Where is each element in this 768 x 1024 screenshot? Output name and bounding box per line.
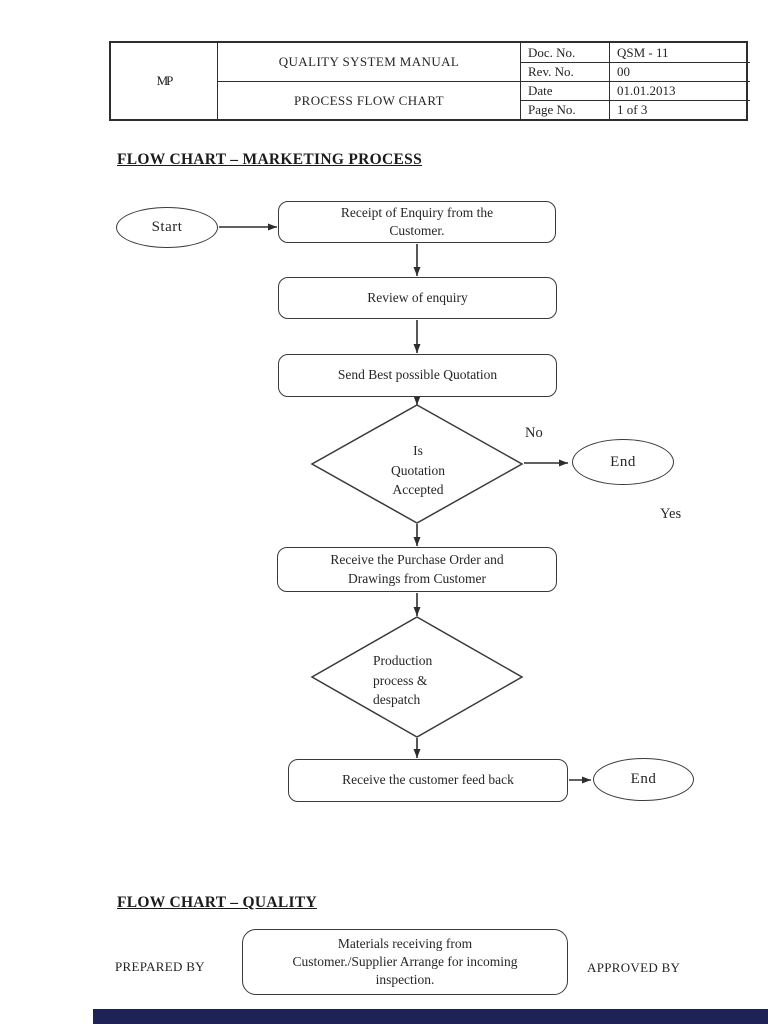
production-process-text: Production process & despatch	[373, 651, 485, 710]
production-line-1: Production	[373, 653, 433, 668]
page-no-label: Page No.	[520, 100, 609, 119]
date-label: Date	[520, 81, 609, 100]
chart-title: PROCESS FLOW CHART	[217, 81, 520, 119]
start-terminator: Start	[116, 207, 218, 248]
bottom-dark-bar	[93, 1009, 768, 1024]
materials-receiving-step: Materials receiving from Customer./Suppl…	[242, 929, 568, 995]
company-logo: MP	[156, 73, 174, 88]
end-terminator-final: End	[593, 758, 694, 801]
send-quotation-step: Send Best possible Quotation	[278, 354, 557, 397]
end-terminator-no-branch: End	[572, 439, 674, 485]
document-header-table: MP QUALITY SYSTEM MANUAL PROCESS FLOW CH…	[109, 41, 750, 121]
prepared-by-label: PREPARED BY	[115, 959, 205, 974]
quotation-decision-text: Is Quotation Accepted	[377, 441, 459, 500]
materials-line-1: Materials receiving from	[337, 935, 473, 951]
production-line-2: process &	[373, 672, 428, 688]
doc-no-value: QSM - 11	[609, 43, 750, 62]
manual-title: QUALITY SYSTEM MANUAL	[217, 43, 520, 81]
date-value: 01.01.2013	[609, 81, 750, 100]
decision-line-1: Is	[413, 443, 423, 458]
materials-line-2: Customer./Supplier Arrange for incoming	[292, 953, 518, 969]
quality-flowchart-heading: FLOW CHART – QUALITY	[117, 894, 317, 911]
yes-branch-label: Yes	[660, 506, 682, 522]
no-branch-label: No	[525, 425, 543, 441]
receipt-line-2: Customer.	[389, 223, 445, 238]
receipt-line-1: Receipt of Enquiry from the	[340, 204, 494, 220]
rev-no-value: 00	[609, 62, 750, 81]
doc-no-label: Doc. No.	[520, 43, 609, 62]
receipt-of-enquiry-step: Receipt of Enquiry from the Customer.	[278, 201, 556, 243]
rev-no-label: Rev. No.	[520, 62, 609, 81]
purchase-line-2: Drawings from Customer	[348, 570, 486, 586]
decision-line-3: Accepted	[392, 482, 444, 498]
materials-line-3: inspection.	[375, 972, 435, 988]
page-no-value: 1 of 3	[609, 100, 750, 119]
purchase-line-1: Receive the Purchase Order and	[330, 552, 504, 568]
review-of-enquiry-step: Review of enquiry	[278, 277, 557, 319]
decision-line-2: Quotation	[391, 462, 445, 478]
receive-purchase-order-step: Receive the Purchase Order and Drawings …	[277, 547, 557, 592]
approved-by-label: APPROVED BY	[587, 960, 681, 975]
customer-feedback-step: Receive the customer feed back	[288, 759, 568, 802]
production-line-3: despatch	[373, 692, 421, 708]
marketing-flowchart-heading: FLOW CHART – MARKETING PROCESS	[117, 151, 423, 168]
